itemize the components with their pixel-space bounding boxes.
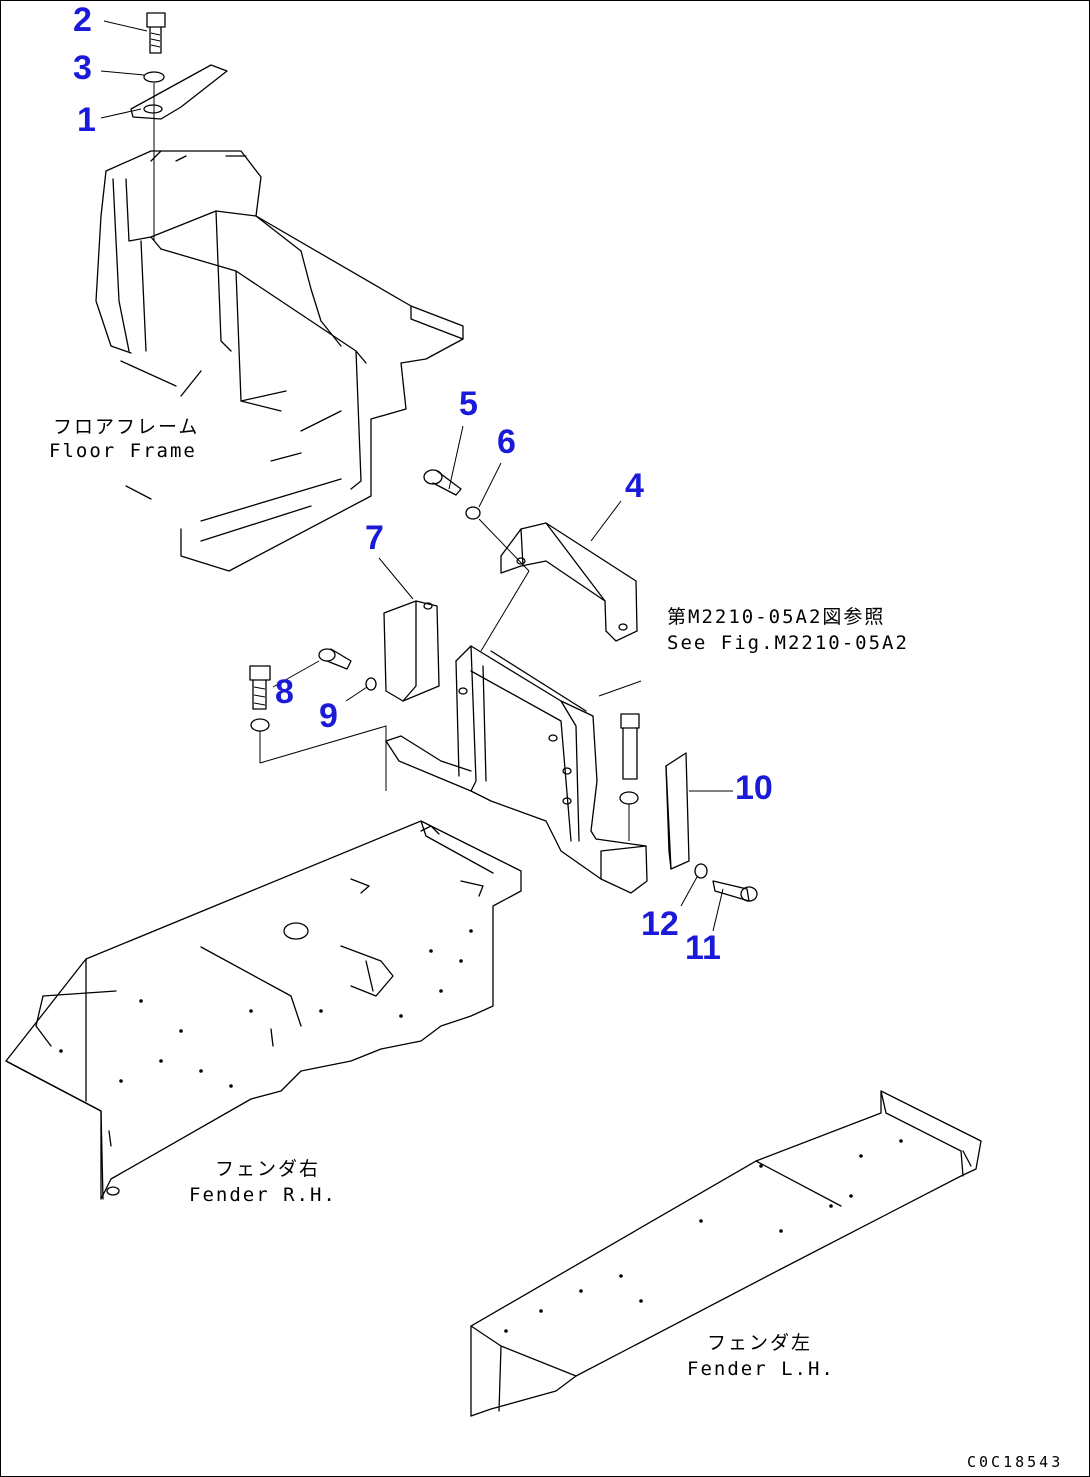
callout-1: 1 xyxy=(77,101,96,139)
figure-code: C0C18543 xyxy=(967,1453,1064,1471)
bolt-part-8 xyxy=(249,665,271,710)
bracket-part-1 xyxy=(130,64,228,120)
fender-rh-label-jp: フェンダ右 xyxy=(215,1158,321,1180)
callout-11: 11 xyxy=(685,929,721,967)
fender-lh-label-en: Fender L.H. xyxy=(687,1358,835,1380)
fender-lh-part xyxy=(470,1090,982,1417)
callout-6: 6 xyxy=(497,423,516,461)
bolt-part-right xyxy=(619,713,640,841)
cover-part-7 xyxy=(383,600,440,702)
cover-part-10 xyxy=(665,752,690,870)
washer-part-3 xyxy=(143,71,165,83)
callout-8: 8 xyxy=(275,673,294,711)
callout-4: 4 xyxy=(625,467,644,505)
bolt-part-11 xyxy=(694,863,758,902)
callout-2: 2 xyxy=(73,1,92,39)
see-fig-label-jp: 第M2210-05A2図参照 xyxy=(667,606,886,628)
cover-part-4 xyxy=(500,522,638,642)
floor-frame-label-jp: フロアフレーム xyxy=(53,416,200,438)
bracket-assembly xyxy=(385,570,648,894)
callout-9: 9 xyxy=(319,697,338,735)
bolt-part-9 xyxy=(318,648,377,691)
bolt-part-5 xyxy=(423,469,462,496)
floor-frame-label-en: Floor Frame xyxy=(49,440,197,462)
callout-10: 10 xyxy=(735,769,773,807)
washer-part xyxy=(250,718,270,732)
fender-rh-part xyxy=(5,820,522,1200)
callout-5: 5 xyxy=(459,385,478,423)
bolt-part-2 xyxy=(146,12,166,54)
fender-lh-label-jp: フェンダ左 xyxy=(707,1332,813,1354)
callout-12: 12 xyxy=(641,905,679,943)
washer-part-6 xyxy=(465,506,481,520)
callout-3: 3 xyxy=(73,49,92,87)
callout-leaders xyxy=(100,20,733,932)
floor-frame-part xyxy=(95,150,464,572)
see-fig-label-en: See Fig.M2210-05A2 xyxy=(667,632,909,654)
fender-rh-label-en: Fender R.H. xyxy=(189,1184,337,1206)
callout-7: 7 xyxy=(365,519,384,557)
